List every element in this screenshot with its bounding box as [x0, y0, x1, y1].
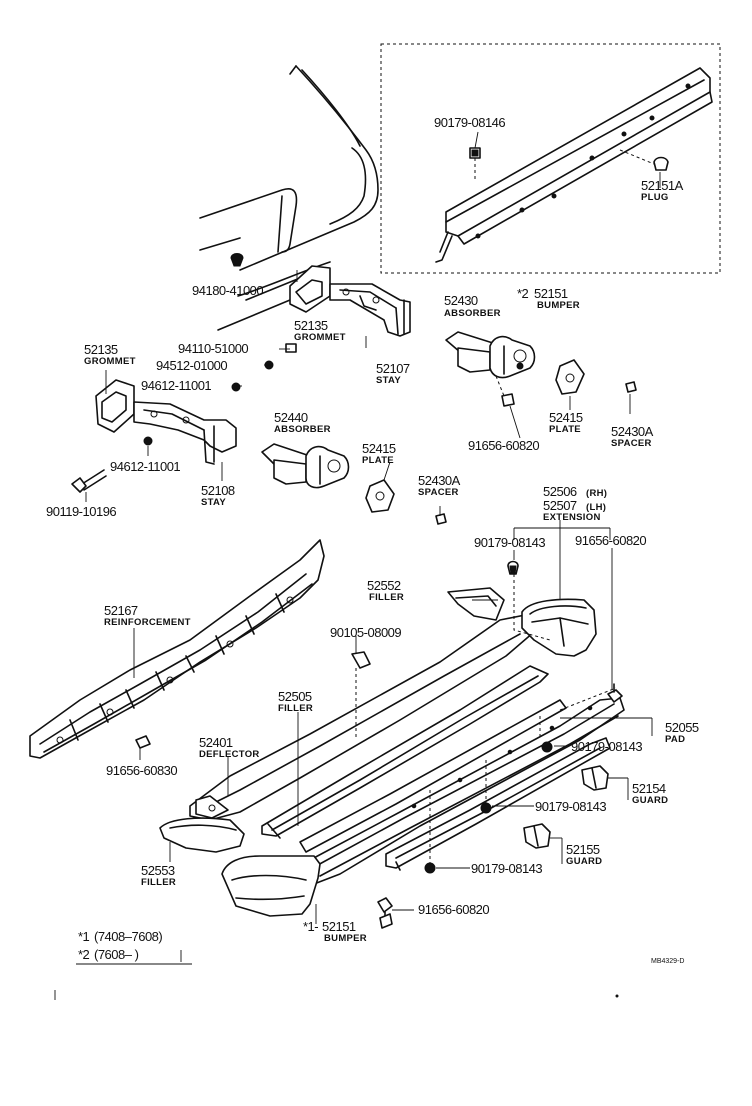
reinforcement-52167: [29, 539, 325, 759]
part-labels: 90179-08146 52151A PLUG *2 52151 BUMPER …: [46, 115, 699, 944]
part-name: PAD: [665, 734, 685, 745]
part-number: 90179-08146: [434, 115, 505, 130]
legend-marker: *1: [78, 929, 90, 944]
deflector-and-filler: [189, 611, 549, 839]
part-number: 52167: [104, 603, 138, 618]
part-number: 94512-01000: [156, 358, 227, 373]
part-name: BUMPER: [537, 300, 580, 311]
part-number: 52155: [566, 842, 600, 857]
part-suffix: (LH): [586, 502, 606, 513]
part-number: 52151: [322, 919, 356, 934]
fasteners: [379, 741, 553, 929]
part-number: 52135: [84, 342, 118, 357]
vehicle-body-outline: [199, 65, 379, 331]
part-number: 52151: [534, 286, 568, 301]
part-number: 52154: [632, 781, 666, 796]
absorber-52440: [261, 443, 350, 489]
legend-text: (7608– ): [94, 947, 139, 962]
part-name: SPACER: [418, 487, 459, 498]
part-number: 90179-08143: [535, 799, 606, 814]
filler-52552: [351, 587, 505, 738]
part-name: GROMMET: [294, 332, 346, 343]
inset-bumper-detail: [380, 43, 721, 274]
margin-mark: [615, 994, 619, 998]
part-number: 91656-60830: [106, 763, 177, 778]
part-name: PLATE: [549, 424, 581, 435]
extension-52506-52507: [507, 560, 623, 703]
part-number: 52401: [199, 735, 233, 750]
part-number: 52415: [362, 441, 396, 456]
part-name: EXTENSION: [543, 512, 601, 523]
part-number: 90119-10196: [46, 504, 116, 519]
part-number: 90179-08143: [471, 861, 542, 876]
stay-52108-assembly: [71, 379, 237, 493]
part-number: 90105-08009: [330, 625, 401, 640]
part-number: 94180-41000: [192, 283, 263, 298]
bolt-icon: [480, 802, 492, 814]
part-number: 52440: [274, 410, 308, 425]
part-marker: *2: [517, 286, 529, 301]
part-name: FILLER: [278, 703, 313, 714]
part-number: 94612-11001: [141, 378, 211, 393]
part-name: ABSORBER: [444, 308, 501, 319]
part-name: FILLER: [369, 592, 404, 603]
part-name: ABSORBER: [274, 424, 331, 435]
absorber-52430: [445, 331, 536, 407]
part-number: 52107: [376, 361, 410, 376]
part-name: DEFLECTOR: [199, 749, 260, 760]
part-name: SPACER: [611, 438, 652, 449]
part-number: 52505: [278, 689, 312, 704]
part-number: 52552: [367, 578, 401, 593]
part-number: 52507: [543, 498, 577, 513]
part-number: 52415: [549, 410, 583, 425]
part-number: 52430: [444, 293, 478, 308]
filler-52553: [159, 817, 245, 853]
part-name: PLUG: [641, 192, 669, 203]
guards: [523, 765, 609, 849]
part-suffix: (RH): [586, 488, 607, 499]
part-name: STAY: [201, 497, 226, 508]
part-number: 52151A: [641, 178, 684, 193]
stay-52107-assembly: [230, 253, 411, 392]
part-name: PLATE: [362, 455, 394, 466]
legend-marker: *2: [78, 947, 90, 962]
drawing-code: MB4329-D: [651, 958, 684, 965]
part-name: FILLER: [141, 877, 176, 888]
part-number: 94110-51000: [178, 341, 248, 356]
part-number: 90179-08143: [474, 535, 545, 550]
leader-lines: [85, 131, 661, 924]
bolt-icon: [424, 862, 436, 874]
part-name: GUARD: [632, 795, 668, 806]
part-number: 52430A: [418, 473, 461, 488]
part-name: GROMMET: [84, 356, 136, 367]
part-name: STAY: [376, 375, 401, 386]
part-number: 91656-60820: [575, 533, 646, 548]
part-marker: *1-: [303, 919, 318, 934]
part-number: 52108: [201, 483, 235, 498]
part-name: BUMPER: [324, 933, 367, 944]
part-number: 91656-60820: [418, 902, 489, 917]
legend-text: (7408–7608): [94, 929, 162, 944]
part-number: 52506: [543, 484, 577, 499]
part-number: 52553: [141, 863, 175, 878]
part-number: 91656-60820: [468, 438, 539, 453]
legend: *1 (7408–7608) *2 (7608– ): [76, 929, 192, 965]
part-number: 90179-08143: [571, 739, 642, 754]
part-number: 52135: [294, 318, 328, 333]
bolt-icon: [541, 741, 553, 753]
part-name: REINFORCEMENT: [104, 617, 191, 628]
part-number: 52430A: [611, 424, 654, 439]
part-number: 52055: [665, 720, 699, 735]
part-name: GUARD: [566, 856, 602, 867]
part-number: 94612-11001: [110, 459, 180, 474]
